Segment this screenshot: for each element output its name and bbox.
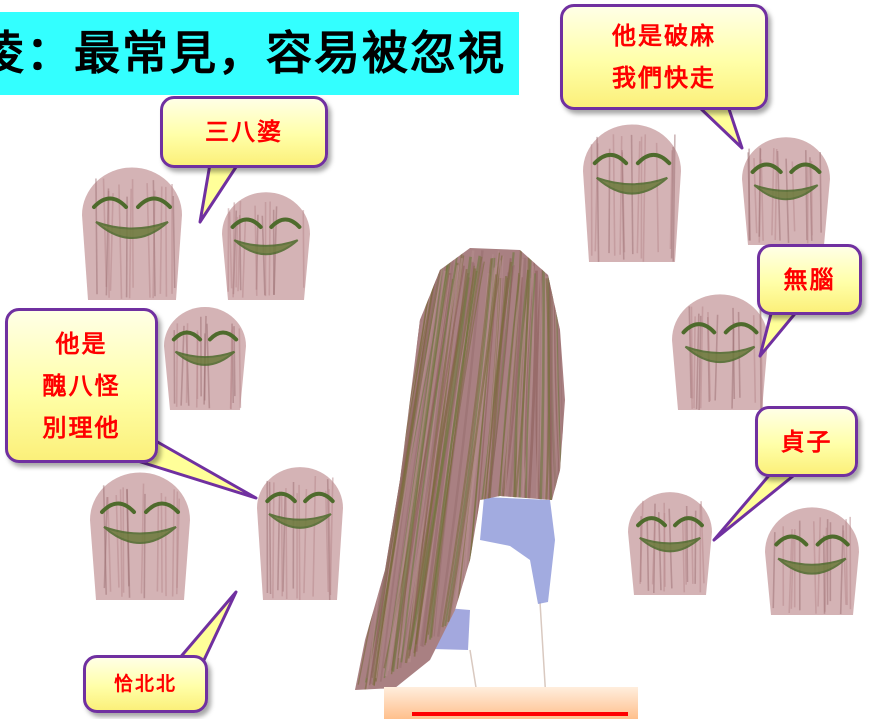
- long-haired-girl-icon: [355, 248, 565, 701]
- bubble-line: 他是破麻: [612, 22, 716, 50]
- bubble-line: 醜八怪: [42, 371, 121, 400]
- speech-bubble-san-ba-po: 三八婆: [160, 96, 328, 168]
- smiling-faces-group: [82, 124, 859, 615]
- speech-bubble-wu-nao: 無腦: [757, 244, 862, 315]
- smiling-face-icon: [742, 137, 830, 245]
- bubble-line: 別理他: [42, 413, 121, 442]
- speech-bubble-tail: [696, 104, 744, 150]
- shirt: [480, 497, 555, 604]
- speech-bubble-zhen-zi: 貞子: [755, 406, 858, 477]
- smiling-face-icon: [164, 307, 246, 410]
- bubble-line: 恰北北: [113, 673, 177, 695]
- caption-underline: [412, 712, 628, 716]
- slide-title: 凌：最常見，容易被忽視: [0, 26, 506, 80]
- smiling-face-icon: [82, 167, 182, 300]
- smiling-face-icon: [628, 492, 712, 595]
- slide-title-banner: 凌：最常見，容易被忽視: [0, 12, 519, 95]
- smiling-face-icon: [672, 294, 768, 410]
- bubble-line: 貞子: [780, 427, 833, 456]
- speech-bubble-qia-bei-bei: 恰北北: [83, 655, 208, 713]
- bubble-line: 無腦: [783, 265, 836, 294]
- speech-bubble-tail: [758, 308, 800, 358]
- speech-bubble-po-ma: 他是破麻 我們快走: [560, 4, 768, 110]
- speech-bubble-tail: [176, 590, 238, 662]
- speech-bubble-chou-ba-guai: 他是 醜八怪 別理他: [5, 308, 158, 463]
- bubble-line: 他是: [55, 329, 108, 358]
- smiling-face-icon: [222, 192, 310, 300]
- smiling-face-icon: [583, 124, 681, 262]
- smiling-face-icon: [90, 472, 190, 600]
- bubble-line: 三八婆: [205, 118, 283, 146]
- smiling-face-icon: [257, 467, 343, 600]
- bottom-caption-box: [384, 687, 638, 719]
- smiling-face-icon: [765, 507, 859, 615]
- bubble-line: 我們快走: [612, 64, 716, 92]
